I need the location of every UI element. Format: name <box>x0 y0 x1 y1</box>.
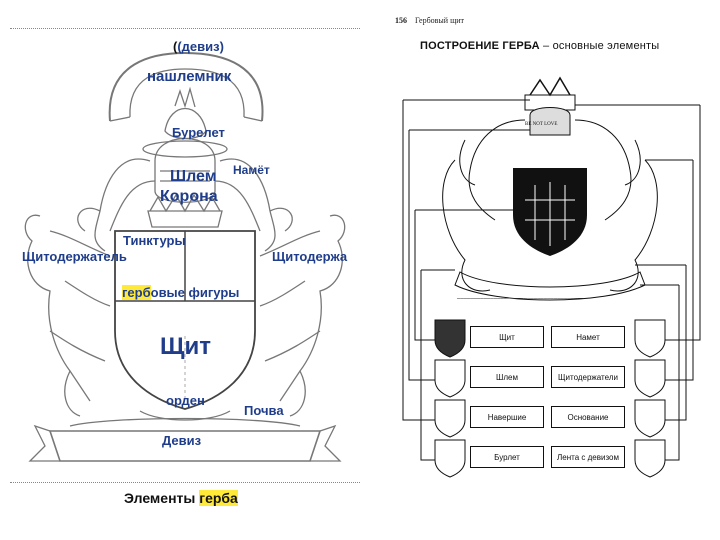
crest-label: нашлемник <box>147 68 231 85</box>
motto-top-label: ((девиз) <box>173 39 224 54</box>
order-label: орден <box>166 393 205 408</box>
element-box-motto-ribbon: Лента с девизом <box>551 446 625 468</box>
torse-label: Бурелет <box>172 125 225 140</box>
top-divider <box>10 28 360 29</box>
helm-label: Шлем <box>170 168 217 186</box>
charges-label: гербовые фигуры <box>122 285 239 300</box>
motto-bottom-label: Девиз <box>162 433 201 448</box>
element-box-helm: Шлем <box>470 366 544 388</box>
motto-ribbon-text: BE NOT LOVE <box>525 122 557 127</box>
shield-label: Щит <box>160 333 211 361</box>
element-box-supporters: Щитодержатели <box>551 366 625 388</box>
element-box-shield: Щит <box>470 326 544 348</box>
element-box-mantling: Намет <box>551 326 625 348</box>
compartment-label: Почва <box>244 403 284 418</box>
coat-of-arms-diagram: ((девиз) нашлемник Бурелет Намёт Шлем Ко… <box>10 25 360 515</box>
figure-caption-strip: –––––––––––––––––––––––––––––––––––––– <box>457 296 584 302</box>
element-box-crest: Навершие <box>470 406 544 428</box>
mantling-label: Намёт <box>233 163 270 177</box>
construction-diagram: 156 Гербовый щит ПОСТРОЕНИЕ ГЕРБА – осно… <box>395 10 710 530</box>
supporter-left-label: Щитодержатель <box>22 249 127 264</box>
element-box-torse: Бурлет <box>470 446 544 468</box>
tinctures-label: Тинктуры <box>123 233 186 248</box>
diagram-caption: Элементы герба <box>124 490 238 506</box>
element-box-compartment: Основание <box>551 406 625 428</box>
supporter-right-label: Щитодержа <box>272 249 347 264</box>
crown-label: Корона <box>160 188 218 206</box>
